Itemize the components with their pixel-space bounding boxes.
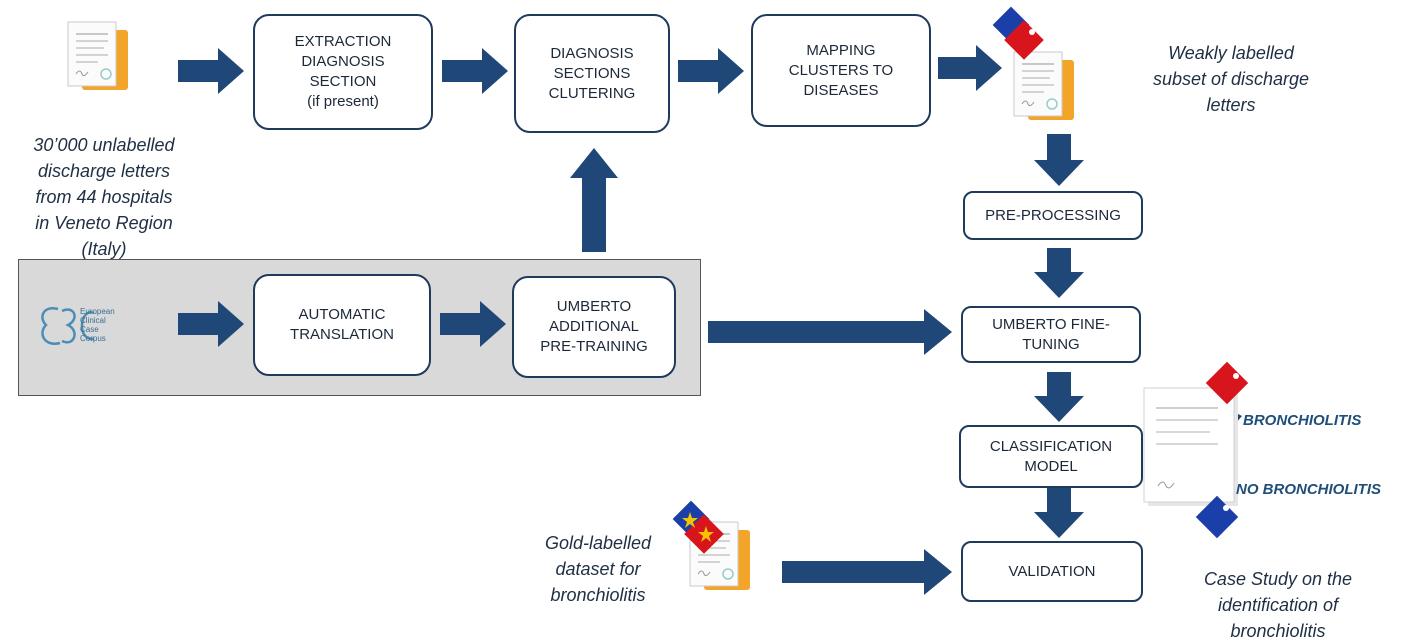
star-icon [682,512,714,542]
arrow-icon [938,45,1002,91]
arrow-icon [440,301,506,347]
arrow-icon [570,148,618,252]
tag-icon [1195,495,1239,539]
mapping-node: MAPPING CLUSTERS TO DISEASES [751,14,931,127]
document-icon [1013,51,1075,121]
clustering-node: DIAGNOSIS SECTIONS CLUTERING [514,14,670,133]
arrow-icon [678,48,744,94]
weakly-labelled-caption: Weakly labelled subset of discharge lett… [1152,43,1310,115]
extraction-node: EXTRACTION DIAGNOSIS SECTION (if present… [253,14,433,130]
logo-text: European Clinical Case Corpus [80,307,115,343]
arrow-icon [782,549,952,595]
arrow-icon [708,309,952,355]
arrow-icon [1034,488,1084,538]
bronchiolitis-label: BRONCHIOLITIS [1243,412,1362,429]
case-study-caption: Case Study on the identification of bron… [1203,569,1353,641]
preprocessing-node: PRE-PROCESSING [963,191,1143,240]
e3c-logo-icon [41,306,95,345]
unlabelled-letters-caption: 30’000 unlabelled discharge letters from… [33,135,175,259]
arrow-icon [1034,248,1084,298]
no-bronchiolitis-label: NO BRONCHIOLITIS [1236,481,1381,498]
arrow-icon [178,301,244,347]
arrow-icon [442,48,508,94]
arrow-icon [1034,372,1084,422]
automatic-translation-node: AUTOMATIC TRANSLATION [253,274,431,376]
classification-node: CLASSIFICATION MODEL [959,425,1143,488]
document-icon [67,21,129,91]
validation-node: VALIDATION [961,541,1143,602]
umberto-pretraining-node: UMBERTO ADDITIONAL PRE-TRAINING [512,276,676,378]
document-icon [1143,387,1238,506]
arrow-icon [178,48,244,94]
gold-labelled-caption: Gold-labelled dataset for bronchiolitis [544,533,652,605]
arrow-icon [1034,134,1084,186]
umberto-finetuning-node: UMBERTO FINE- TUNING [961,306,1141,363]
tag-icon [1205,361,1249,405]
tag-icon [992,6,1044,60]
